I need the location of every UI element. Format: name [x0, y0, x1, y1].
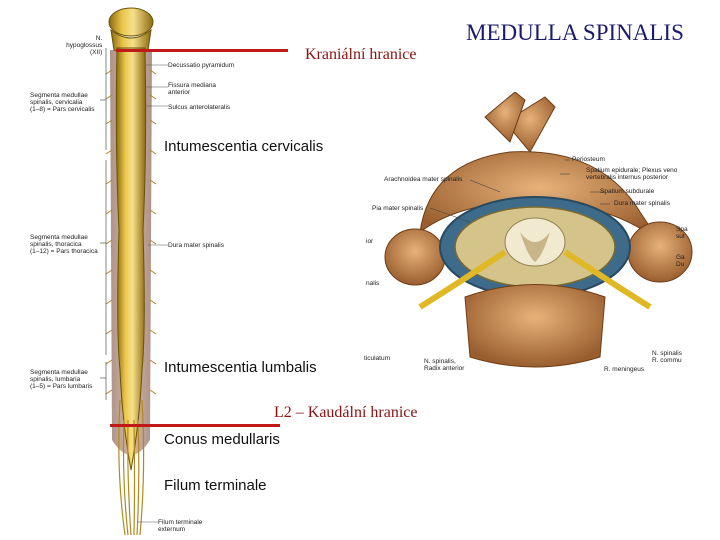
- n-spinalis-right-label: N. spinalis R. commu: [652, 350, 682, 364]
- brainstem-shape: [108, 7, 154, 37]
- conus-medullaris-label: Conus medullaris: [164, 431, 280, 448]
- caudal-boundary-line: [110, 424, 280, 427]
- left-ticulatum-label: ticulatum: [364, 355, 391, 362]
- page-title: MEDULLA SPINALIS: [466, 20, 684, 45]
- decussatio-label: Decussatio pyramidum: [168, 62, 235, 69]
- dura-cross-label: Dura mater spinalis: [614, 200, 670, 207]
- vertebra-cross-section: [384, 92, 693, 368]
- fissura-label: Fissura mediana anterior: [168, 82, 217, 96]
- cranial-boundary-line: [116, 49, 288, 52]
- spatium-epidurale-label: Spatium epidurale; Plexus veno vertebral…: [586, 167, 678, 181]
- leader-lines: [138, 64, 168, 523]
- right-spa-label: Spa sut: [676, 226, 688, 240]
- left-nalis-label: nalis: [366, 280, 380, 287]
- dura-spine-label: Dura mater spinalis: [168, 242, 224, 249]
- segmenta-thoracica-label: Segmenta medullae spinalis, thoracica (1…: [30, 234, 98, 255]
- cranial-boundary-label: Kraniální hranice: [305, 46, 417, 63]
- intumescentia-cervicalis-label: Intumescentia cervicalis: [164, 138, 324, 155]
- n-spinalis-radix-label: N. spinalis, Radix anterior: [424, 358, 465, 372]
- segmenta-lumbaria-label: Segmenta medullae spinalis, lumbaria (1–…: [30, 369, 93, 390]
- vertebral-body: [464, 284, 606, 368]
- cauda-equina: [118, 399, 145, 536]
- segment-brackets: [100, 48, 107, 400]
- right-ga-label: Ga Du: [676, 254, 685, 268]
- spatium-subdurale-label: Spatium subdurale: [600, 188, 655, 195]
- filum-terminale-label: Filum terminale: [164, 477, 267, 494]
- r-meningeus-label: R. meningeus: [604, 366, 645, 373]
- segmenta-cervicalia-label: Segmenta medullae spinalis, cervicalia (…: [30, 92, 95, 113]
- pia-label: Pia mater spinalis: [372, 205, 424, 212]
- intumescentia-lumbalis-label: Intumescentia lumbalis: [164, 359, 317, 376]
- arachnoidea-label: Arachnoidea mater spinalis: [384, 176, 463, 183]
- cord-shape: [115, 47, 147, 471]
- filum-externum-label: Filum terminale externum: [158, 519, 203, 533]
- nerve-roots: [105, 69, 157, 395]
- n-hypoglossus-label: N. hypoglossus (XII): [66, 35, 103, 56]
- periosteum-label: Periosteum: [572, 156, 605, 163]
- left-ior-label: ior: [366, 238, 374, 245]
- sulcus-label: Sulcus anterolateralis: [168, 104, 231, 111]
- caudal-boundary-label: L2 – Kaudální hranice: [274, 404, 418, 421]
